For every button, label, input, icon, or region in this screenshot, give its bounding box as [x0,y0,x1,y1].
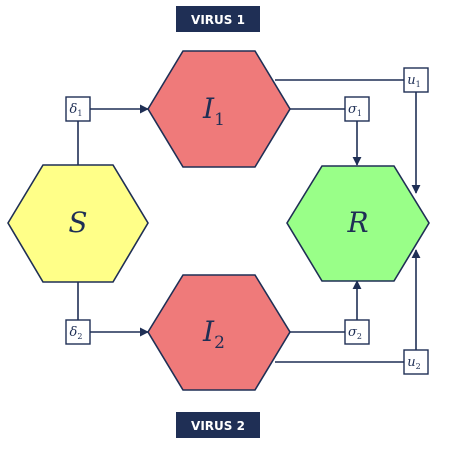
banner-virus-2: VIRUS 2 [176,412,260,438]
param-u1: u1 [403,67,429,93]
banner-virus-1: VIRUS 1 [176,6,260,32]
banner-virus-1-label: VIRUS 1 [191,13,245,27]
param-delta1: δ1 [65,96,91,122]
node-s: S [7,164,149,283]
node-i1: I1 [147,50,291,168]
connectors [77,79,421,363]
param-delta2-label: δ2 [70,325,83,341]
banner-virus-2-label: VIRUS 2 [191,419,245,433]
param-u2-label: u2 [407,355,420,371]
node-i2-label: I2 [202,315,225,353]
param-sigma1-label: σ1 [348,102,362,118]
param-sigma2-label: σ2 [348,325,362,341]
param-sigma2: σ2 [344,319,370,345]
node-s-label: S [68,206,87,239]
param-u2: u2 [403,349,429,375]
param-u1-label: u1 [407,73,420,89]
node-r: R [286,165,430,282]
param-delta2: δ2 [65,319,91,345]
node-i2: I2 [147,274,291,391]
param-sigma1: σ1 [344,96,370,122]
node-i1-label: I1 [202,92,225,130]
param-delta1-label: δ1 [70,102,83,118]
node-r-label: R [346,206,368,239]
